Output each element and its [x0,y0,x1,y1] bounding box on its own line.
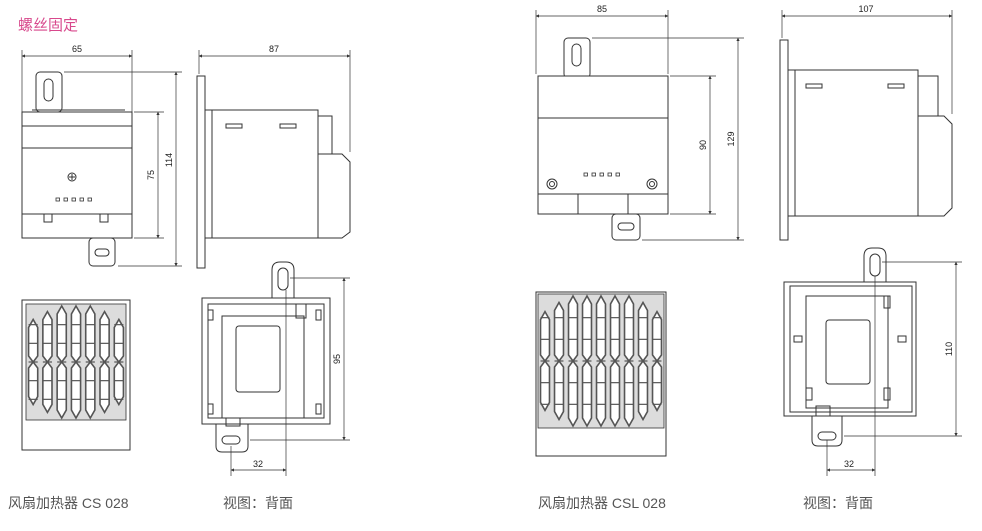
dim-cs-front-h75: 75 [146,170,156,180]
csl-front-view [537,37,669,241]
cs-side-view [196,75,351,269]
caption-cs-view: 视图：背面 [223,495,293,511]
grille-slot [70,304,82,420]
dim-csl-side-depth: 107 [858,4,873,14]
page-title: 螺丝固定 [18,17,79,34]
dim-csl-front-h90: 90 [698,140,708,150]
grille-slot [651,309,663,413]
cs-side-dims [198,50,351,152]
dim-cs-front-width: 65 [72,44,82,54]
grille-slot [84,304,96,420]
grille-slot [539,309,551,413]
cs-back-view [201,261,331,453]
grille-slot [609,294,621,428]
dim-cs-front-h114: 114 [164,153,174,167]
grille-slot [99,309,110,415]
csl-back-dims [826,261,962,476]
dim-csl-front-width: 85 [597,4,607,14]
grille-slot [553,300,565,422]
csl-front-dims [535,10,744,241]
csl-grille-view [535,291,667,457]
csl-side-dims [781,10,953,114]
dim-csl-back-w32: 32 [844,459,854,469]
cs-front-view [21,71,133,267]
grille-slot [637,300,649,422]
dim-cs-back-w32: 32 [253,459,263,469]
cs-grille-view [21,299,131,451]
dim-csl-back-h110: 110 [944,342,954,356]
grille-slot [595,294,607,428]
grille-slot [113,317,125,407]
caption-csl-product: 风扇加热器 CSL 028 [538,495,666,511]
caption-csl-view: 视图：背面 [803,495,873,511]
grille-slot [56,304,68,420]
csl-side-view [779,39,953,241]
cs-front-dims [21,50,182,267]
dim-cs-back-h95: 95 [332,354,342,364]
grille-slot [581,294,593,428]
grille-slot [567,294,579,428]
dim-cs-side-depth: 87 [269,44,279,54]
grille-slot [27,317,39,407]
cs-back-dims [230,277,350,476]
dim-csl-front-h129: 129 [726,131,736,146]
caption-cs-product: 风扇加热器 CS 028 [8,495,129,511]
grille-slot [623,294,635,428]
grille-slot [42,309,53,415]
csl-back-view [783,247,917,447]
